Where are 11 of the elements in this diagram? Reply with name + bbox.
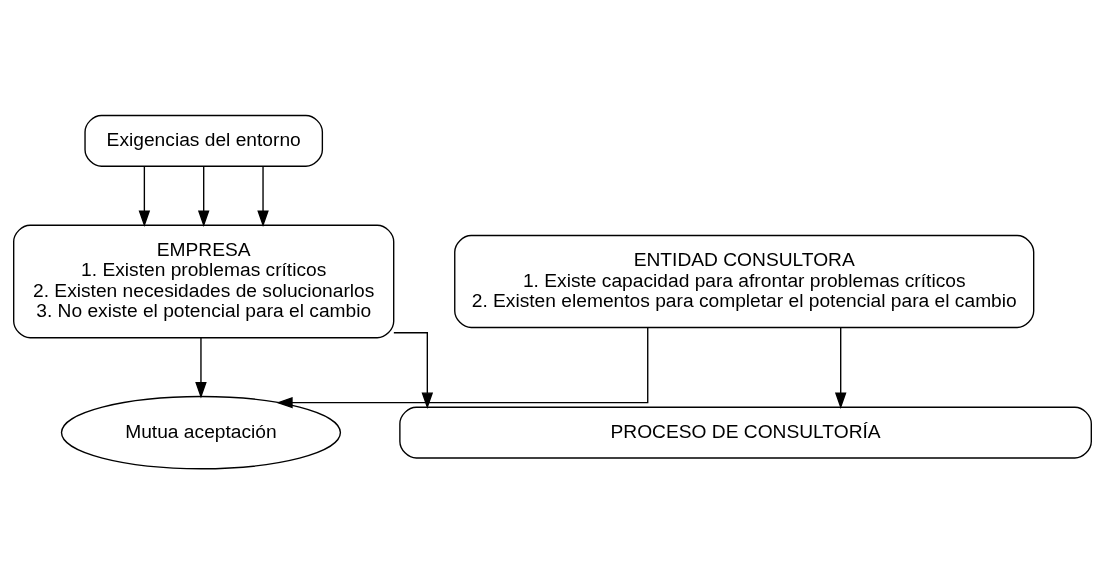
node-box: ENTIDAD CONSULTORA 1. Existe capacidad para afrontar problemas críticos 2. Existen elementos para completar el potencial para el cambio (454, 234, 1035, 329)
node-box: Exigencias del entorno (84, 114, 324, 167)
arrow (197, 165, 210, 228)
arrow (276, 326, 649, 409)
arrow (393, 332, 434, 409)
arrow (257, 165, 269, 228)
arrow (138, 165, 151, 228)
arrow (834, 326, 847, 409)
node-box: PROCESO DE CONSULTORÍA (399, 406, 1092, 459)
arrow (195, 337, 207, 399)
node-box: EMPRESA 1. Existen problemas críticos 2. Existen necesidades de solucionarlos 3. No existe el potencial para el cambio (13, 224, 395, 339)
